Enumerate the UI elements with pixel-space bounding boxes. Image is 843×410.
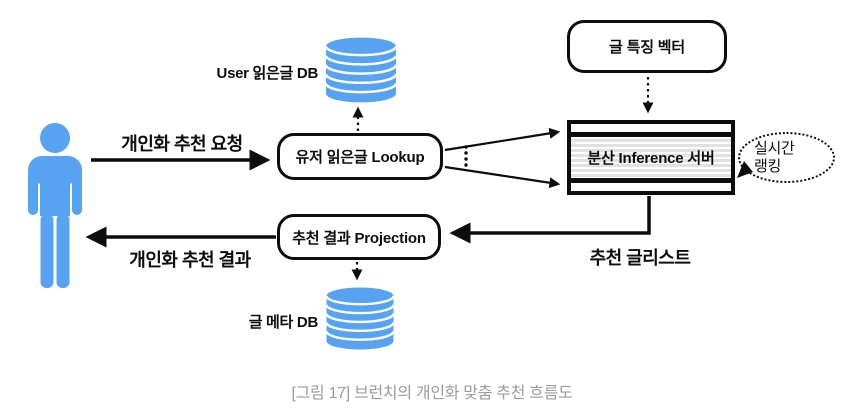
projection-node: 추천 결과 Projection xyxy=(277,214,441,260)
projection-label: 추천 결과 Projection xyxy=(292,229,426,247)
user-read-db-label: User 읽은글 DB xyxy=(216,65,319,82)
user-person-icon xyxy=(28,123,82,288)
user-read-db-icon xyxy=(325,37,397,103)
recommendation-list-edge-label: 추천 글리스트 xyxy=(589,248,691,268)
lookup-to-server-bottom-arrow xyxy=(444,165,561,189)
realtime-ranking-line2: 랭킹 xyxy=(754,157,782,175)
server-bottom-slot xyxy=(571,183,731,191)
server-divider-top xyxy=(571,132,731,137)
inference-server-node: 분산 Inference 서버 xyxy=(567,120,735,195)
figure-caption: [그림 17] 브런치의 개인화 맞춤 추천 흐름도 xyxy=(291,385,573,402)
user-read-lookup-node: 유저 읽은글 Lookup xyxy=(277,133,443,180)
recommendation-list-arrow xyxy=(449,196,651,244)
feature-vector-label: 글 특징 벡터 xyxy=(609,39,685,56)
user-read-lookup-label: 유저 읽은글 Lookup xyxy=(295,149,425,166)
post-meta-db-icon xyxy=(325,287,395,350)
feature-vector-node: 글 특징 벡터 xyxy=(567,20,727,73)
realtime-ranking-line1: 실시간 xyxy=(754,140,795,158)
request-edge-label: 개인화 추천 요청 xyxy=(121,134,243,154)
server-divider-bottom xyxy=(571,178,731,183)
inference-server-label: 분산 Inference 서버 xyxy=(587,150,715,167)
realtime-ranking-loop: 실시간 랭킹 xyxy=(738,132,835,183)
post-meta-db-label: 글 메타 DB xyxy=(248,314,319,331)
fanout-ellipsis-dots xyxy=(464,145,468,167)
result-edge-label: 개인화 추천 결과 xyxy=(129,250,251,270)
server-top-slot xyxy=(571,124,731,132)
server-body: 분산 Inference 서버 xyxy=(571,137,731,178)
lookup-to-server-top-arrow xyxy=(444,127,561,152)
